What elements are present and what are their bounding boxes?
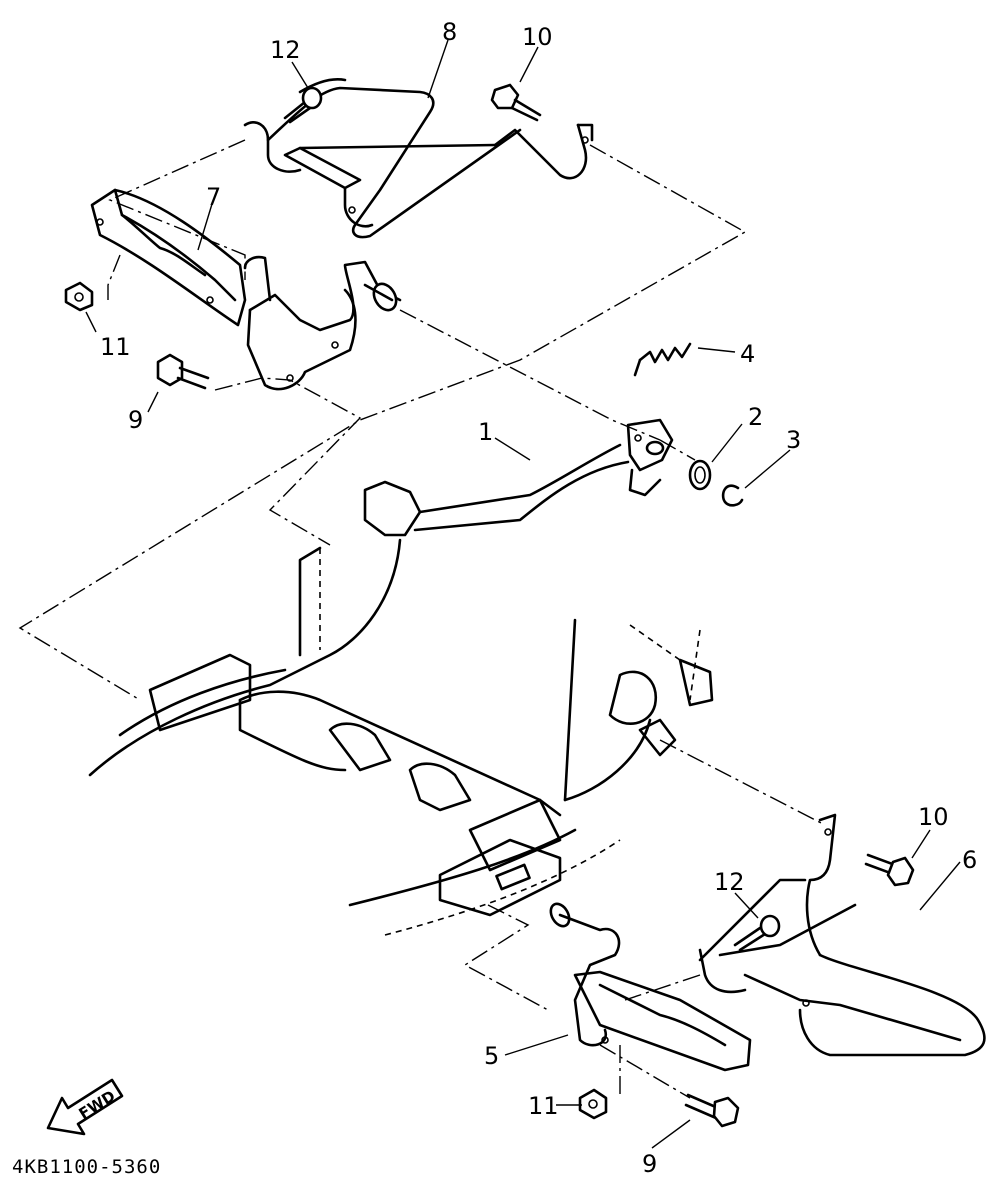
vehicle-frame	[88, 538, 714, 936]
callout-9-top: 9	[128, 406, 143, 434]
callout-11-bottom: 11	[528, 1092, 559, 1120]
part-7-footpeg-left	[90, 188, 402, 391]
part-10-bolt-bottom	[864, 853, 915, 887]
forward-direction-arrow: FWD	[46, 1078, 124, 1136]
part-12-bolt-top	[283, 86, 323, 124]
callout-12-top: 12	[270, 36, 301, 64]
part-2-washer	[688, 459, 712, 491]
part-12-bolt-bottom	[733, 914, 781, 952]
callout-labels: 12 8 10 7 11 9 4 2 3 1 10 6 12 5 11 9	[100, 18, 977, 1178]
part-1-brake-pedal	[363, 418, 674, 537]
callout-10-bottom: 10	[918, 803, 949, 831]
callout-5: 5	[484, 1042, 499, 1070]
part-9-bolt-top	[156, 353, 210, 390]
callout-6: 6	[962, 846, 977, 874]
callout-9-bottom: 9	[642, 1150, 657, 1178]
callout-4: 4	[740, 340, 755, 368]
part-11-nut-top	[64, 281, 94, 312]
part-9-bolt-bottom	[684, 1093, 740, 1128]
part-5-footpeg-right	[549, 902, 752, 1072]
callout-12-bottom: 12	[714, 868, 745, 896]
callout-3: 3	[786, 426, 801, 454]
callout-1: 1	[478, 418, 493, 446]
callout-2: 2	[748, 403, 763, 431]
part-6-rail-bar-right	[698, 813, 986, 1057]
part-11-nut-bottom	[578, 1088, 608, 1120]
callout-7: 7	[206, 183, 221, 211]
part-10-bolt-top	[490, 83, 542, 122]
callout-leader-lines	[85, 39, 961, 1149]
drawing-code: 4KB1100-5360	[12, 1156, 161, 1178]
callout-11-top: 11	[100, 333, 131, 361]
callout-10-top: 10	[522, 23, 553, 51]
part-4-brake-spring	[633, 342, 692, 377]
part-8-rear-rail-bar-top	[243, 78, 594, 239]
assembly-chain-lines	[18, 139, 826, 1099]
part-3-circlip	[721, 484, 744, 507]
callout-8: 8	[442, 18, 457, 46]
